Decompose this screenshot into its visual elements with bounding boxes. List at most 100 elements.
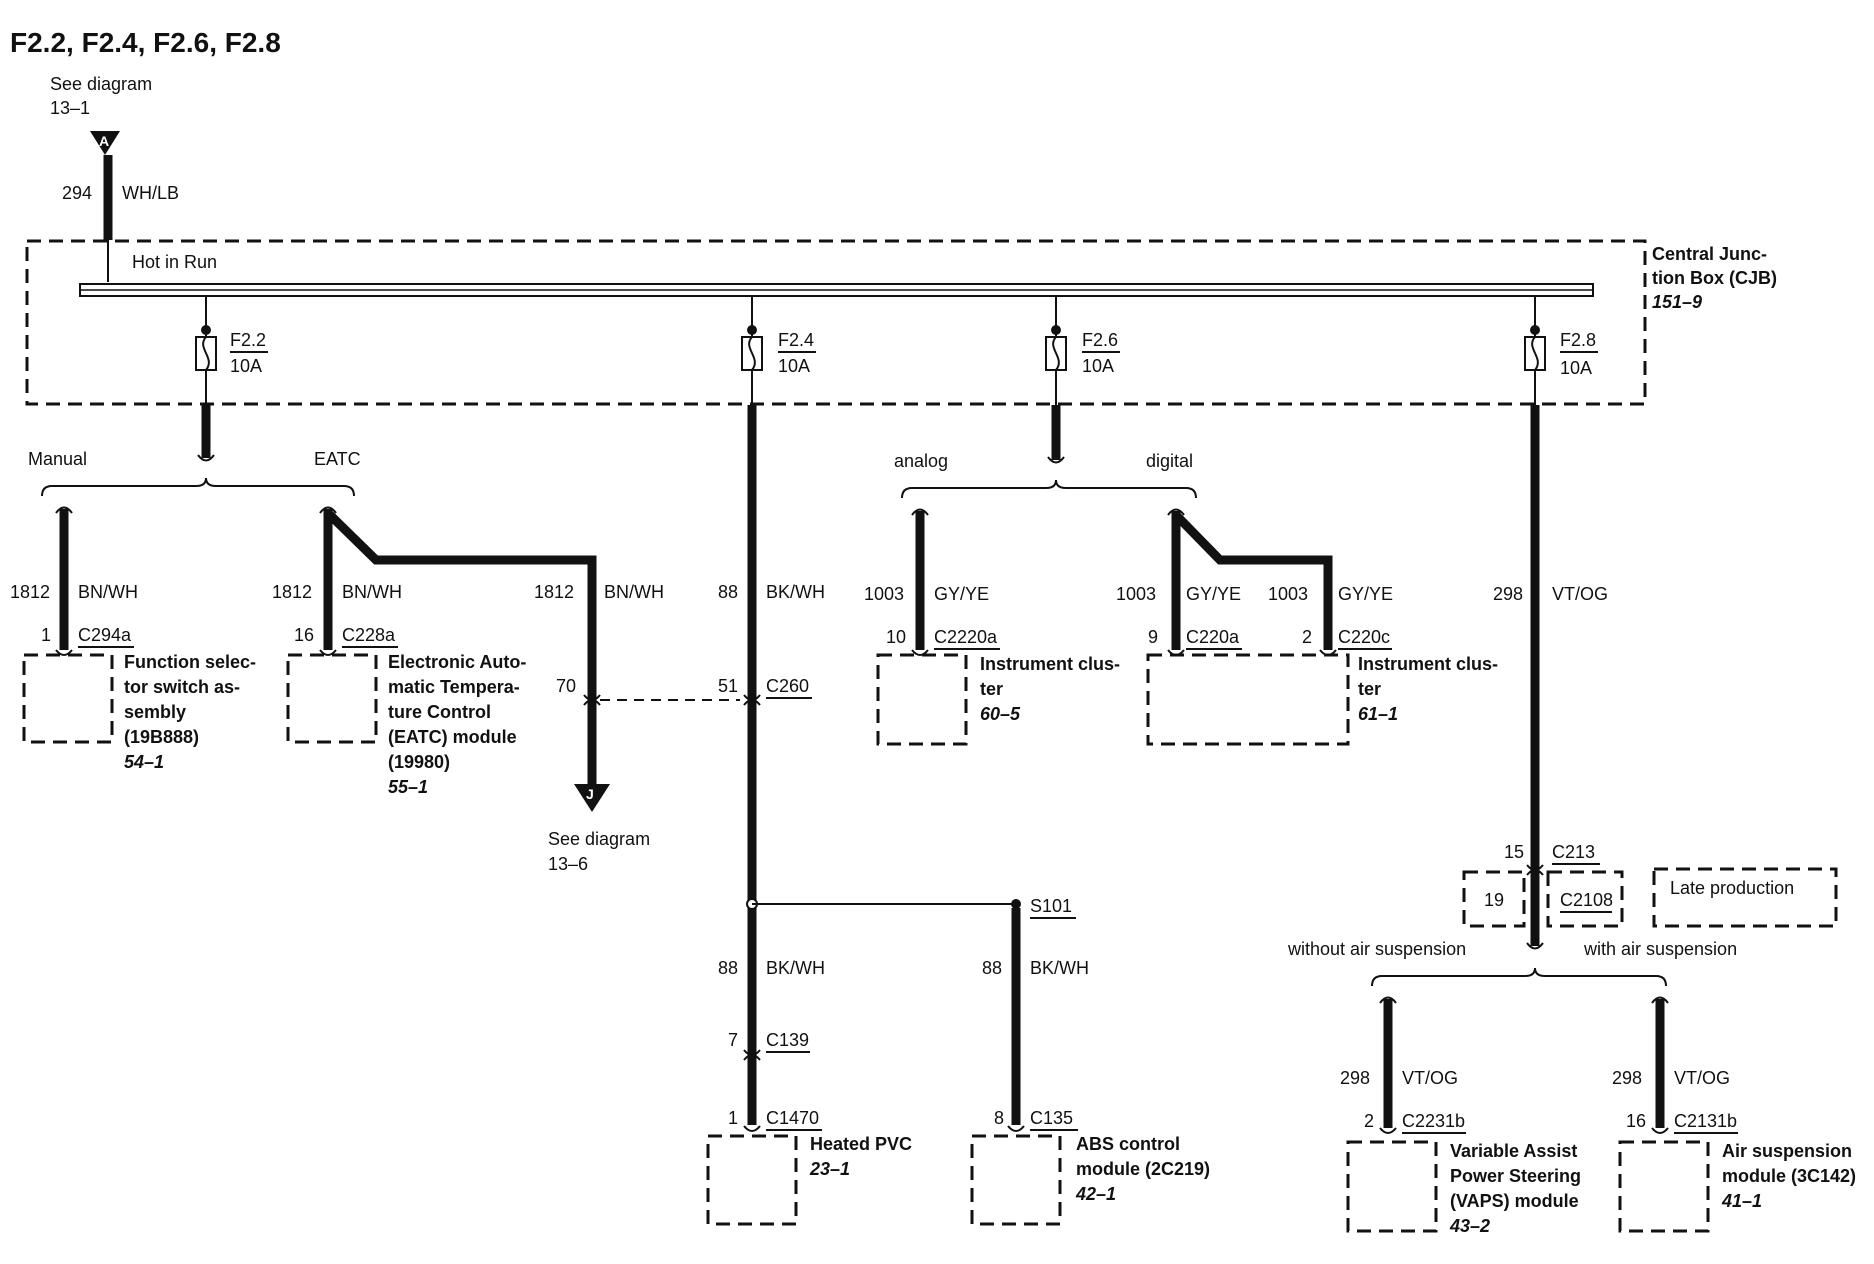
f22-w2-color: BN/WH [342, 582, 402, 602]
f26-w3-color: GY/YE [1338, 584, 1393, 604]
f26-w3-circuit: 1003 [1268, 584, 1308, 604]
f28-alt-pin: 19 [1484, 890, 1504, 910]
f26-w2-connector: C220a [1186, 627, 1240, 647]
f24-w2b-pin: 1 [728, 1108, 738, 1128]
f24-w3-circuit: 88 [982, 958, 1002, 978]
f26-w2-circuit: 1003 [1116, 584, 1156, 604]
f28-comp2-l1: Air suspension [1722, 1141, 1852, 1161]
f22-comp2-ref: 55–1 [388, 777, 428, 797]
fuse-f28-rating: 10A [1560, 358, 1592, 378]
f22-w3-circuit: 1812 [534, 582, 574, 602]
f22-see-text: See diagram [548, 829, 650, 849]
fuse-f22: F2.2 10A [195, 296, 268, 405]
f28-w1-pin: 15 [1504, 842, 1524, 862]
fuse-f22-rating: 10A [230, 356, 262, 376]
f26-comp1-ref: 60–5 [980, 704, 1021, 724]
f22-eatc-label: EATC [314, 449, 361, 469]
cjb-name-line2: tion Box (CJB) [1652, 268, 1777, 288]
splice-s101-dot [1011, 899, 1021, 909]
f26-w1-color: GY/YE [934, 584, 989, 604]
f26-digital-label: digital [1146, 451, 1193, 471]
f22-w2-circuit: 1812 [272, 582, 312, 602]
f22-comp1-ref: 54–1 [124, 752, 164, 772]
comp-eatc-box [286, 653, 378, 744]
f24-w1-pin: 51 [718, 676, 738, 696]
f28-comp1-l2: Power Steering [1450, 1166, 1581, 1186]
f22-see-ref: 13–6 [548, 854, 588, 874]
f28-comp1-l1: Variable Assist [1450, 1141, 1577, 1161]
f26-w3-pin: 2 [1302, 627, 1312, 647]
f28-bracket [1371, 967, 1667, 987]
diagram-title: F2.2, F2.4, F2.6, F2.8 [10, 27, 281, 58]
fuse-f24-rating: 10A [778, 356, 810, 376]
f26-comp2-l1: Instrument clus- [1358, 654, 1498, 674]
f26-comp1-l2: ter [980, 679, 1003, 699]
f24-w1-color: BK/WH [766, 582, 825, 602]
top-see-ref: 13–1 [50, 98, 90, 118]
comp-cluster-digital-box [1146, 653, 1350, 746]
comp-vaps-box [1346, 1140, 1438, 1233]
f28-alt-connector: C2108 [1560, 890, 1613, 910]
f26-w1-pin: 10 [886, 627, 906, 647]
f26-comp1-l1: Instrument clus- [980, 654, 1120, 674]
f26-comp2-l2: ter [1358, 679, 1381, 699]
f22-w2-pin: 16 [294, 625, 314, 645]
f22-w1-circuit: 1812 [10, 582, 50, 602]
fuse-f26: F2.6 10A [1045, 296, 1120, 405]
wire-294-color: WH/LB [122, 183, 179, 203]
late-production-box [1652, 867, 1838, 928]
comp-function-selector-box [22, 653, 114, 744]
f22-comp2-l5: (19980) [388, 752, 450, 772]
f26-w3-connector: C220c [1338, 627, 1390, 647]
wire-1812-splice [324, 509, 597, 790]
fuse-f26-rating: 10A [1082, 356, 1114, 376]
f24-comp1-l1: Heated PVC [810, 1134, 912, 1154]
f26-comp2-ref: 61–1 [1358, 704, 1398, 724]
f24-splice-label: S101 [1030, 896, 1072, 916]
f22-w1-connector: C294a [78, 625, 132, 645]
f24-comp1-ref: 23–1 [809, 1159, 850, 1179]
cjb-ref: 151–9 [1652, 292, 1702, 312]
f26-w1-circuit: 1003 [864, 584, 904, 604]
f26-bracket [901, 479, 1197, 499]
f26-w2-color: GY/YE [1186, 584, 1241, 604]
f28-w3-pin: 16 [1626, 1111, 1646, 1131]
f28-comp1-l3: (VAPS) module [1450, 1191, 1579, 1211]
fuse-f24-name: F2.4 [778, 330, 814, 350]
f22-comp2-l4: (EATC) module [388, 727, 517, 747]
fuse-f24: F2.4 10A [741, 296, 816, 405]
f26-analog-label: analog [894, 451, 948, 471]
fuse-f28: F2.8 10A [1524, 296, 1598, 405]
f22-comp1-l3: sembly [124, 702, 186, 722]
connector-a-label: A [99, 133, 109, 149]
comp-cluster-analog-box [876, 653, 968, 746]
f24-w3-pin: 8 [994, 1108, 1004, 1128]
fuse-f26-name: F2.6 [1082, 330, 1118, 350]
f22-comp2-l1: Electronic Auto- [388, 652, 526, 672]
f24-w2-connector: C139 [766, 1030, 809, 1050]
f22-comp2-l3: ture Control [388, 702, 491, 722]
cjb-box [25, 239, 1647, 406]
f28-late-label: Late production [1670, 878, 1794, 898]
f28-w1-circuit: 298 [1493, 584, 1523, 604]
f22-w3-pin: 70 [556, 676, 576, 696]
connector-j-label: J [586, 786, 594, 802]
f28-w3-color: VT/OG [1674, 1068, 1730, 1088]
f28-w3-circuit: 298 [1612, 1068, 1642, 1088]
fuse-f22-name: F2.2 [230, 330, 266, 350]
wire-294-circuit: 294 [62, 183, 92, 203]
f28-without-label: without air suspension [1287, 939, 1466, 959]
f22-comp1-l4: (19B888) [124, 727, 199, 747]
f22-w3-color: BN/WH [604, 582, 664, 602]
f28-comp2-l2: module (3C142) [1722, 1166, 1856, 1186]
connector-j-triangle [574, 784, 610, 812]
f24-w2-circuit: 88 [718, 958, 738, 978]
f28-w2-color: VT/OG [1402, 1068, 1458, 1088]
cjb-name-line1: Central Junc- [1652, 244, 1767, 264]
f22-bracket [41, 477, 355, 497]
f24-w2b-connector: C1470 [766, 1108, 819, 1128]
f28-w1-connector: C213 [1552, 842, 1595, 862]
f24-comp2-l2: module (2C219) [1076, 1159, 1210, 1179]
f22-w1-color: BN/WH [78, 582, 138, 602]
